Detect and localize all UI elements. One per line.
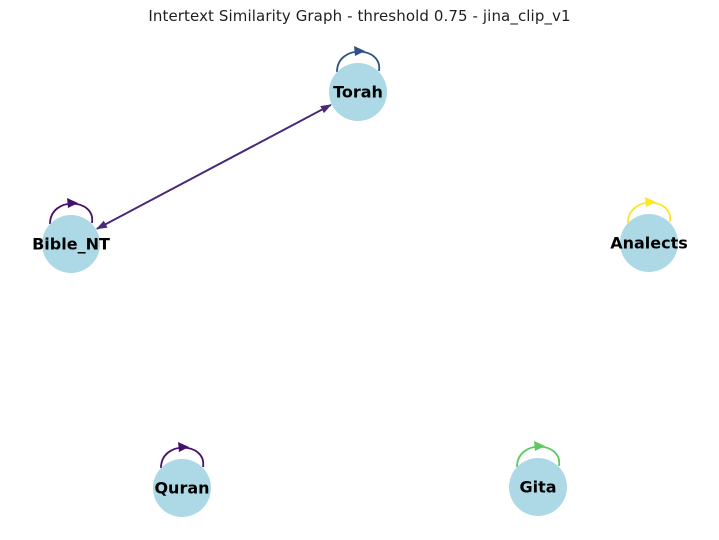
node-label-Bible_NT: Bible_NT <box>32 235 110 254</box>
node-Torah <box>329 63 387 121</box>
self-loop-arrowhead-Bible_NT <box>67 198 78 208</box>
node-label-Quran: Quran <box>154 479 209 498</box>
edge-Torah-to-Bible_NT <box>96 104 332 230</box>
self-loop-arrowhead-Torah <box>354 46 365 56</box>
self-loop-arrowhead-Quran <box>178 442 189 452</box>
self-loop-arrowhead-Gita <box>534 441 545 451</box>
node-label-Gita: Gita <box>519 478 556 497</box>
node-label-Analects: Analects <box>610 234 688 253</box>
node-Bible_NT <box>42 215 100 273</box>
node-Gita <box>509 458 567 516</box>
node-Quran <box>153 459 211 517</box>
chart-title: Intertext Similarity Graph - threshold 0… <box>148 7 571 25</box>
node-Analects <box>620 214 678 272</box>
node-label-Torah: Torah <box>333 83 383 102</box>
self-loop-arrowhead-Analects <box>645 197 656 207</box>
